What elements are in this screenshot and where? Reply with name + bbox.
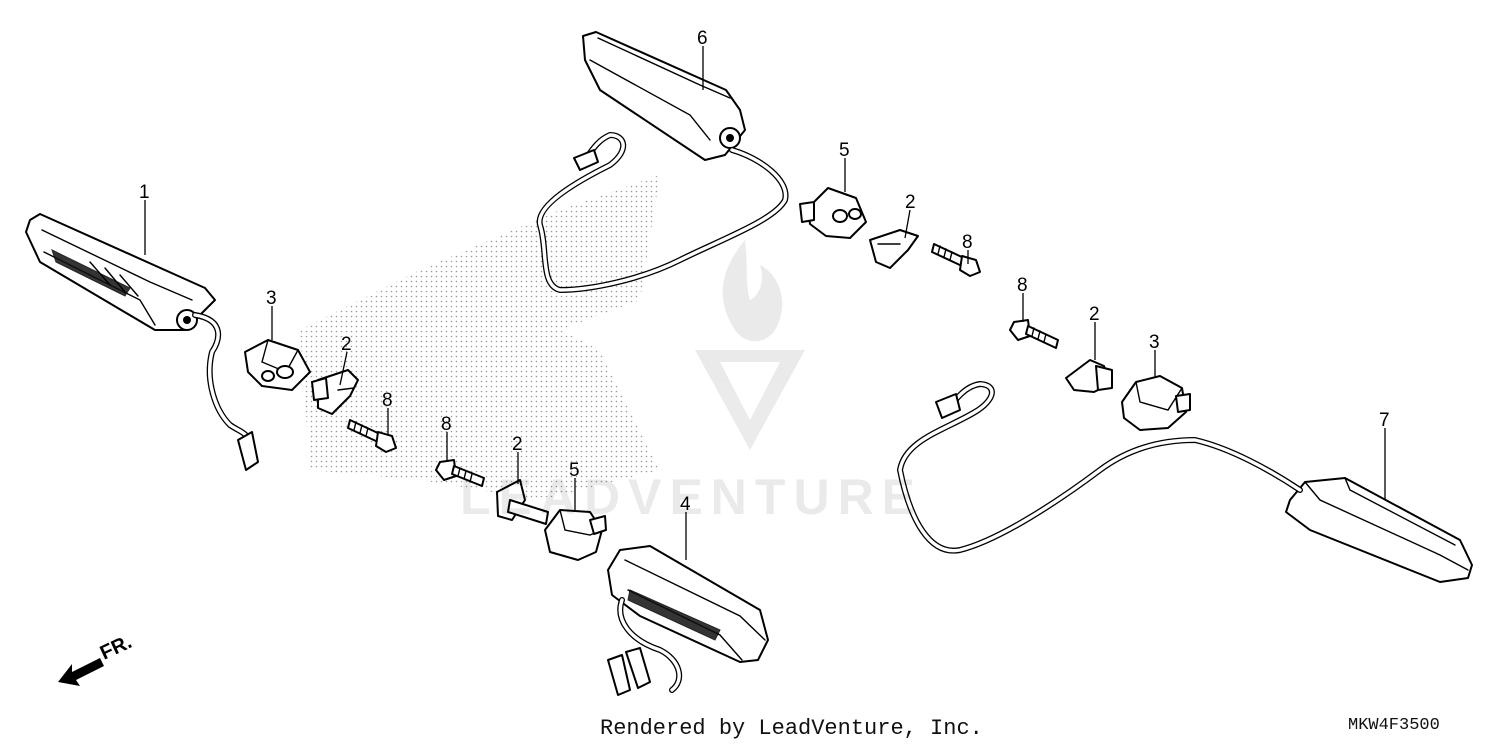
clip-lower[interactable] [496, 479, 549, 525]
rendered-by-credit: Rendered by LeadVenture, Inc. [600, 716, 983, 741]
clip-top[interactable] [869, 229, 919, 269]
front-direction-label: FR. [97, 631, 135, 665]
bolt-left[interactable] [347, 419, 397, 453]
callout-8-top: 8 [962, 232, 973, 253]
callout-5-top: 5 [839, 140, 850, 161]
grommet-lower[interactable] [544, 509, 607, 561]
watermark-logo [695, 240, 805, 450]
callout-8-right: 8 [1017, 275, 1028, 296]
callout-8-lower: 8 [441, 414, 452, 435]
rear-left-turn-signal[interactable] [607, 545, 769, 696]
callout-4: 4 [680, 494, 691, 515]
clip-left[interactable] [311, 369, 359, 415]
callout-3-left: 3 [266, 288, 277, 309]
callout-2-right: 2 [1089, 304, 1100, 325]
callout-2-top: 2 [905, 192, 916, 213]
grommet-left[interactable] [244, 339, 311, 391]
leader-lines [144, 46, 1386, 560]
callout-8-left: 8 [382, 390, 393, 411]
callout-5-lower: 5 [569, 460, 580, 481]
bolt-lower[interactable] [435, 459, 485, 487]
grommet-right[interactable] [1121, 375, 1191, 431]
rear-right-turn-signal[interactable] [897, 381, 1473, 583]
callout-6: 6 [697, 28, 708, 49]
callout-2-left: 2 [341, 334, 352, 355]
bolt-top[interactable] [931, 243, 981, 277]
front-direction-arrow-icon: FR. [58, 631, 135, 686]
grommet-top[interactable] [799, 187, 867, 239]
front-left-turn-signal[interactable] [25, 213, 259, 471]
callout-1: 1 [139, 182, 150, 203]
callout-7: 7 [1379, 410, 1390, 431]
clip-right[interactable] [1065, 359, 1113, 393]
diagram-code: MKW4F3500 [1348, 716, 1440, 735]
front-right-turn-signal[interactable] [536, 31, 789, 293]
body-shading [300, 175, 660, 500]
bolt-right[interactable] [1009, 319, 1059, 349]
watermark-text: LEADVENTURE [460, 469, 924, 525]
callout-3-right: 3 [1149, 332, 1160, 353]
callout-2-lower: 2 [512, 434, 523, 455]
